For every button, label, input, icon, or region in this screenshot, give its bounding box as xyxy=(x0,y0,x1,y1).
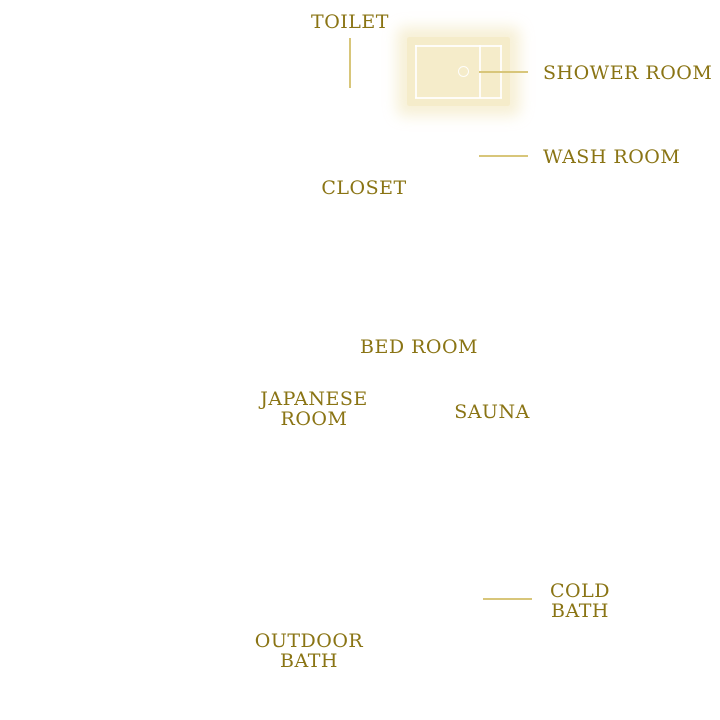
shower-wall-line xyxy=(415,97,502,99)
cold-bath-label-line1: COLD xyxy=(550,580,610,602)
room-label-sauna[interactable]: SAUNA xyxy=(454,401,530,423)
drain-icon xyxy=(458,66,469,77)
japanese-room-label-line1: JAPANESE xyxy=(260,388,368,410)
room-label-japanese-room[interactable]: JAPANESE ROOM xyxy=(249,389,379,429)
shower-wall-line xyxy=(415,45,417,98)
room-label-closet[interactable]: CLOSET xyxy=(321,177,407,199)
shower-room-leader-line xyxy=(479,71,528,73)
room-label-bed-room[interactable]: BED ROOM xyxy=(359,336,479,358)
room-label-wash-room[interactable]: WASH ROOM xyxy=(543,146,681,168)
japanese-room-label-line2: ROOM xyxy=(280,408,348,430)
outdoor-bath-label-line1: OUTDOOR xyxy=(254,630,364,652)
shower-wall-line xyxy=(415,45,502,47)
outdoor-bath-label-line2: BATH xyxy=(280,650,338,672)
room-label-cold-bath[interactable]: COLD BATH xyxy=(535,581,625,621)
room-label-toilet[interactable]: TOILET xyxy=(311,11,389,33)
cold-bath-leader-line xyxy=(483,598,532,600)
room-label-outdoor-bath[interactable]: OUTDOOR BATH xyxy=(244,631,374,671)
room-label-shower-room[interactable]: SHOWER ROOM xyxy=(543,62,713,84)
cold-bath-label-line2: BATH xyxy=(551,600,609,622)
wash-room-leader-line xyxy=(479,155,528,157)
toilet-leader-line xyxy=(349,38,351,88)
